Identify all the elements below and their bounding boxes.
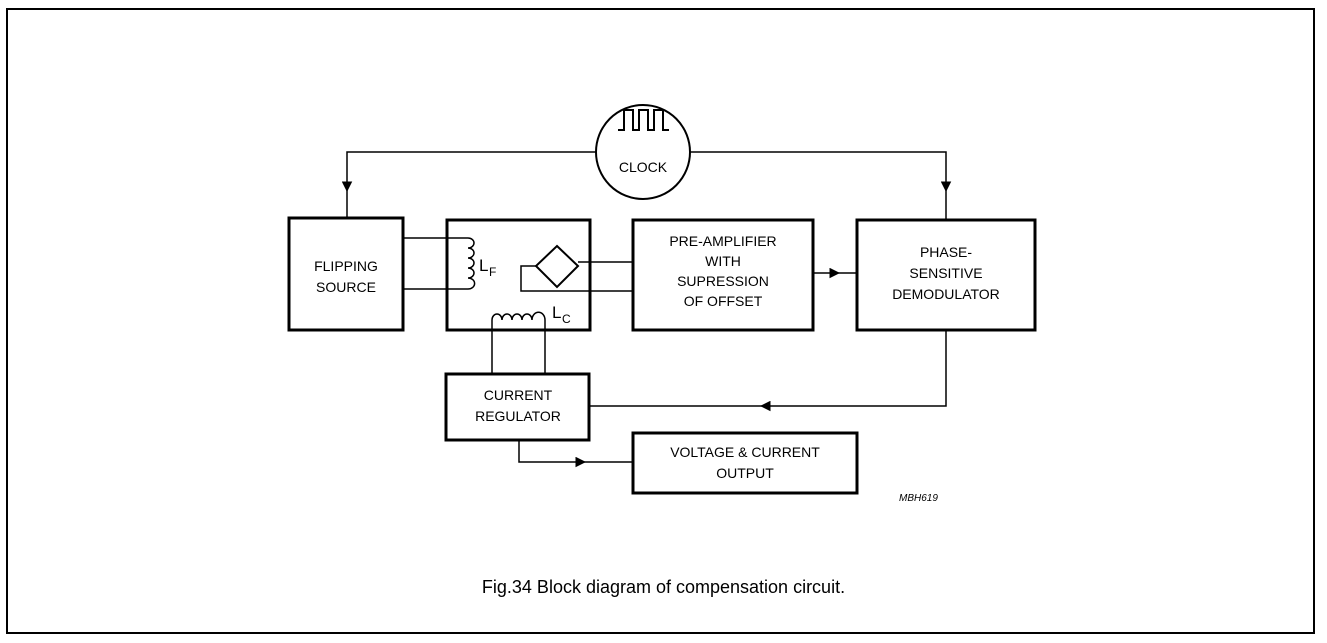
clock-line-right [690,151,952,192]
coil-lf-label: L F [479,256,496,279]
pre-amplifier-block [631,218,815,332]
flipping-source-block [287,216,405,332]
svg-text:FLIPPING: FLIPPING [314,258,378,274]
flipping-source-label: FLIPPING SOURCE [314,258,378,295]
reference-code: MBH619 [899,493,938,504]
coil-lc [491,311,546,321]
svg-text:OUTPUT: OUTPUT [716,465,774,481]
svg-text:PHASE-: PHASE- [920,244,972,260]
coil-lc-label: L C [552,303,571,326]
figure-caption: Fig.34 Block diagram of compensation cir… [481,577,846,597]
clock-source [595,104,691,200]
sensor-block [445,218,592,332]
svg-text:PRE-AMPLIFIER: PRE-AMPLIFIER [669,233,776,249]
svg-text:CURRENT: CURRENT [484,387,553,403]
svg-text:DEMODULATOR: DEMODULATOR [892,286,1000,302]
svg-text:WITH: WITH [705,253,741,269]
svg-text:C: C [562,312,571,326]
output-label: VOLTAGE & CURRENT OUTPUT [670,444,820,481]
wire-regulator-output [518,440,586,468]
clock-line-left [341,151,596,192]
pre-amplifier-label: PRE-AMPLIFIER WITH SUPRESSION OF OFFSET [669,233,776,309]
coil-lf [467,237,476,290]
svg-text:SENSITIVE: SENSITIVE [909,265,982,281]
clock-label: CLOCK [619,159,668,175]
svg-text:REGULATOR: REGULATOR [475,408,561,424]
figure-frame [6,8,1315,634]
svg-text:SUPRESSION: SUPRESSION [677,273,769,289]
svg-text:L: L [552,303,561,322]
current-regulator-label: CURRENT REGULATOR [475,387,561,424]
svg-text:SOURCE: SOURCE [316,279,376,295]
svg-text:OF OFFSET: OF OFFSET [684,293,763,309]
svg-text:VOLTAGE & CURRENT: VOLTAGE & CURRENT [670,444,820,460]
wire-demod-regulator [760,330,947,412]
svg-text:L: L [479,256,488,275]
phase-demodulator-label: PHASE- SENSITIVE DEMODULATOR [892,244,1000,302]
wire-sensor-left [520,265,633,292]
output-block [631,431,859,495]
current-regulator-block [444,372,591,442]
sensor-diamond [534,244,580,289]
svg-text:F: F [489,265,496,279]
